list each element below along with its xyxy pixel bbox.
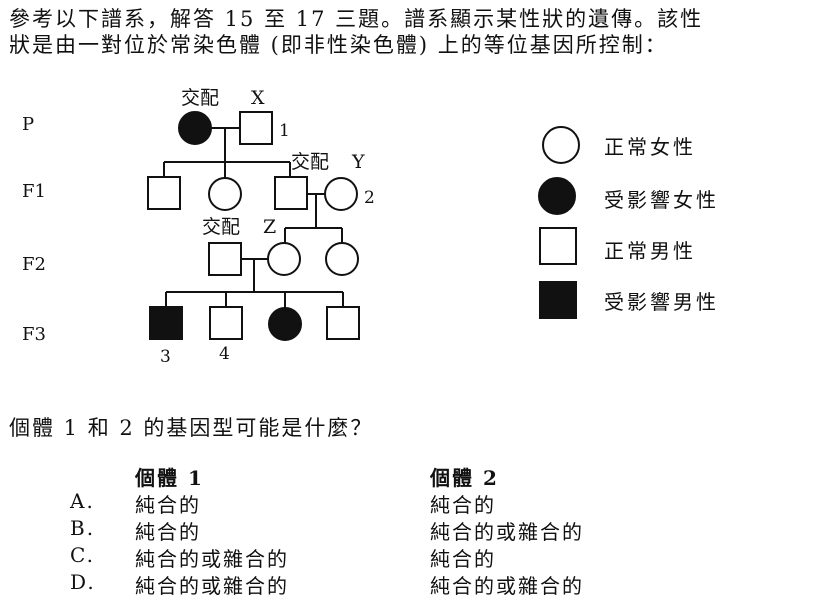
legend-label-normal-female: 正常女性: [604, 135, 696, 159]
option-letter: C.: [70, 543, 95, 567]
option-ind1: 純合的: [135, 520, 201, 544]
option-ind1: 純合的: [135, 493, 201, 517]
f1-normal-male: [147, 176, 181, 210]
f2-normal-female: [325, 242, 359, 276]
option-ind2: 純合的: [430, 493, 496, 517]
f2-normal-male: [208, 242, 242, 276]
option-ind1: 純合的或雜合的: [135, 574, 289, 598]
legend-circle-open-icon: [542, 126, 580, 164]
option-letter: A.: [70, 489, 95, 513]
f1-normal-female: [208, 177, 242, 211]
legend-label-normal-male: 正常男性: [604, 239, 696, 263]
generation-label-f1: F1: [22, 181, 46, 202]
pedigree-diagram: P F1 F2 F3 交配 X 交配 Y 交配 Z: [22, 87, 719, 367]
svg-text:交配: 交配: [202, 216, 240, 238]
option-ind2: 純合的或雜合的: [430, 574, 584, 598]
svg-text:Z: Z: [263, 216, 276, 238]
option-ind1: 純合的或雜合的: [135, 547, 289, 571]
legend-circle-filled-icon: [538, 177, 576, 215]
p-affected-female: [178, 111, 212, 145]
generation-label-f2: F2: [22, 254, 46, 275]
legend: 正常女性 受影響女性 正常男性 受影響男性: [538, 126, 719, 319]
mating-label-z: 交配 Z: [202, 216, 276, 238]
header-individual-2: 個體 2: [430, 466, 499, 490]
question-text: 個體 1 和 2 的基因型可能是什麼？: [9, 416, 374, 440]
intro-text: 參考以下譜系，解答 15 至 17 三題。譜系顯示某性狀的遺傳。該性 狀是由一對…: [9, 6, 814, 58]
intro-line-1: 參考以下譜系，解答 15 至 17 三題。譜系顯示某性狀的遺傳。該性: [9, 7, 704, 31]
svg-text:X: X: [251, 87, 265, 109]
f3-normal-male-2: [326, 306, 360, 340]
mating-label-y: 交配 Y: [291, 151, 365, 173]
legend-square-filled-icon: [539, 281, 577, 319]
f2-normal-female-mated: [267, 242, 301, 276]
svg-text:交配: 交配: [291, 151, 329, 173]
generation-label-p: P: [22, 114, 34, 135]
intro-line-2: 狀是由一對位於常染色體 (即非性染色體) 上的等位基因所控制：: [9, 33, 668, 57]
individual-number-1: 1: [279, 121, 290, 141]
f1-normal-female-2: [324, 177, 358, 211]
option-ind2: 純合的或雜合的: [430, 520, 584, 544]
individual-number-2: 2: [364, 188, 375, 208]
f3-affected-female: [268, 307, 302, 341]
option-letter: B.: [70, 516, 96, 540]
individual-number-4: 4: [219, 344, 230, 364]
p-normal-male: [239, 111, 273, 145]
f1-normal-male-mated: [274, 176, 308, 210]
f3-affected-male: [149, 306, 183, 340]
individual-number-3: 3: [160, 347, 171, 367]
mating-label-x: 交配 X: [181, 87, 265, 109]
svg-text:交配: 交配: [181, 87, 219, 109]
generation-label-f3: F3: [22, 324, 46, 345]
svg-text:Y: Y: [351, 151, 365, 173]
header-individual-1: 個體 1: [135, 466, 204, 490]
legend-label-affected-male: 受影響男性: [604, 290, 719, 314]
option-letter: D.: [70, 570, 96, 594]
option-ind2: 純合的: [430, 547, 496, 571]
legend-label-affected-female: 受影響女性: [604, 188, 719, 212]
f3-normal-male: [209, 306, 243, 340]
legend-square-open-icon: [539, 227, 577, 265]
pedigree-lines: [163, 127, 344, 308]
